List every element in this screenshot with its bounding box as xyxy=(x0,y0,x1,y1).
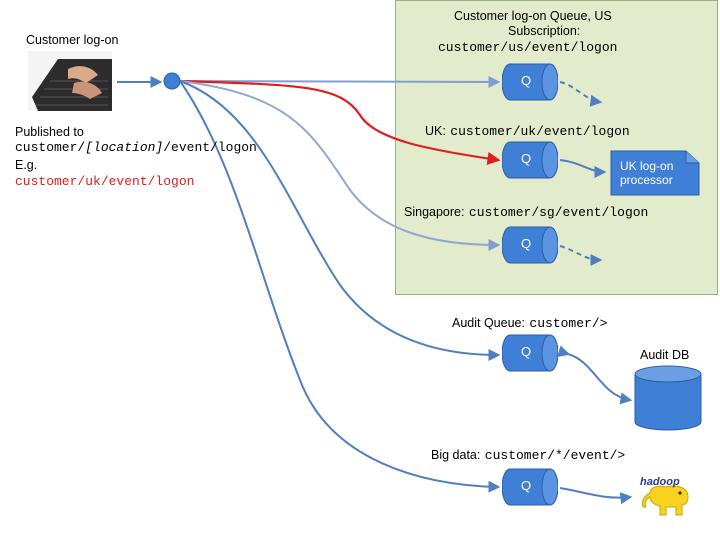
bigdata-to-hadoop-line xyxy=(559,487,633,505)
source-label: Customer log-on xyxy=(26,33,119,47)
audit-db-label: Audit DB xyxy=(640,348,690,362)
sg-queue: Q xyxy=(502,225,558,265)
sg-queue-letter: Q xyxy=(520,236,532,251)
audit-queue-db-line xyxy=(557,345,633,405)
us-subscription-label: Subscription: xyxy=(508,24,581,38)
topic-hub xyxy=(163,72,181,90)
hub-to-us-queue-line xyxy=(179,75,501,88)
sg-topic: customer/sg/event/logon xyxy=(468,205,649,220)
bigdata-queue-letter: Q xyxy=(520,478,532,493)
eg-label: E.g. xyxy=(15,158,38,172)
uk-prefix: UK: xyxy=(425,124,446,138)
hadoop-logo-text: hadoop xyxy=(640,476,680,488)
us-queue-title: Customer log-on Queue, US xyxy=(454,9,612,23)
uk-topic: customer/uk/event/logon xyxy=(450,124,630,139)
bigdata-queue: Q xyxy=(502,467,558,507)
database-icon xyxy=(634,365,702,431)
audit-queue: Q xyxy=(502,333,558,373)
us-topic: customer/us/event/logon xyxy=(438,40,618,55)
hub-to-audit-queue-line xyxy=(179,80,501,361)
sg-topic-label: Singapore: customer/sg/event/logon xyxy=(404,203,648,221)
uk-topic-label: UK: customer/uk/event/logon xyxy=(425,122,630,140)
uk-queue-letter: Q xyxy=(520,151,532,166)
audit-queue-letter: Q xyxy=(520,344,532,359)
hub-to-uk-queue-line xyxy=(179,79,501,165)
published-topic-location: [location] xyxy=(85,140,164,155)
us-queue-outflow-line xyxy=(559,81,603,107)
uk-processor-label: UK log-on processor xyxy=(620,159,674,187)
us-queue-letter: Q xyxy=(520,73,532,88)
published-topic: customer/[location]/event/logon xyxy=(15,140,257,155)
hadoop-logo: hadoop xyxy=(636,475,696,521)
hub-to-bigdata-queue-line xyxy=(179,80,501,493)
published-to-label: Published to xyxy=(15,125,84,139)
sg-queue-outflow-line xyxy=(559,245,603,266)
bigdata-topic-label: Big data: customer/*/event/> xyxy=(431,446,625,464)
bigdata-prefix: Big data: xyxy=(431,448,481,462)
sg-prefix: Singapore: xyxy=(404,205,465,219)
hub-to-sg-queue-line xyxy=(179,80,501,251)
uk-logon-processor: UK log-on processor xyxy=(610,150,700,196)
uk-queue-to-processor-line xyxy=(559,159,607,178)
published-topic-prefix: customer/ xyxy=(15,140,86,155)
bigdata-topic: customer/*/event/> xyxy=(484,448,626,463)
audit-topic-label: Audit Queue: customer/> xyxy=(452,314,607,332)
published-topic-suffix: /event/logon xyxy=(163,140,257,155)
uk-queue: Q xyxy=(502,140,558,180)
us-queue: Q xyxy=(502,62,558,102)
audit-topic: customer/> xyxy=(529,316,608,331)
eg-topic: customer/uk/event/logon xyxy=(15,174,195,189)
laptop-icon xyxy=(28,51,112,111)
audit-prefix: Audit Queue: xyxy=(452,316,525,330)
